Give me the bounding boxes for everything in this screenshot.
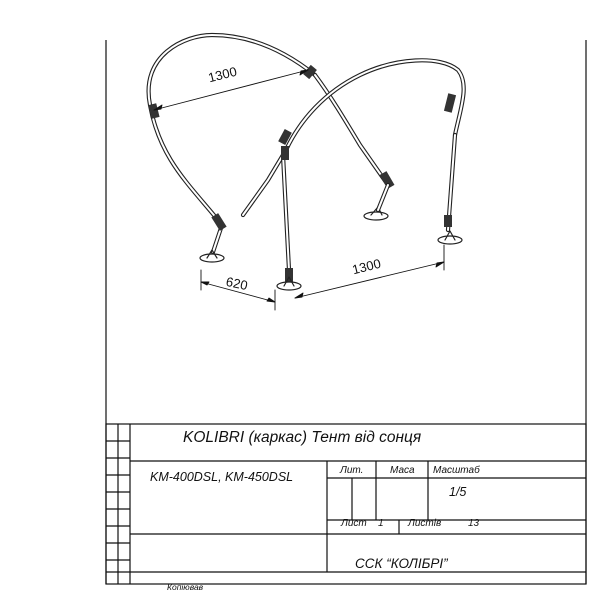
drawing-title: KOLIBRI (каркас) Тент від сонця <box>183 429 422 446</box>
scale-value: 1/5 <box>449 485 467 499</box>
dimension-bottom-depth: 620 <box>224 273 250 294</box>
organization-name: ССК “КОЛІБРІ” <box>355 556 448 571</box>
sheets-label: Листів <box>408 518 442 529</box>
sheet-number: 1 <box>378 518 384 529</box>
sheet-label: Лист <box>341 518 367 529</box>
center-strut <box>276 146 302 291</box>
header-lit: Лит. <box>340 465 364 476</box>
title-block <box>105 423 587 585</box>
copied-label: Копіював <box>167 582 204 592</box>
header-mass: Маса <box>390 465 415 476</box>
canopy-frame-drawing <box>146 32 466 311</box>
model-designation: KM-400DSL, KM-450DSL <box>150 470 294 484</box>
dimension-lines <box>153 69 445 311</box>
header-scale: Масштаб <box>433 465 480 476</box>
front-bow <box>146 32 395 263</box>
rear-bow <box>240 58 466 245</box>
sheets-total: 13 <box>468 518 480 529</box>
